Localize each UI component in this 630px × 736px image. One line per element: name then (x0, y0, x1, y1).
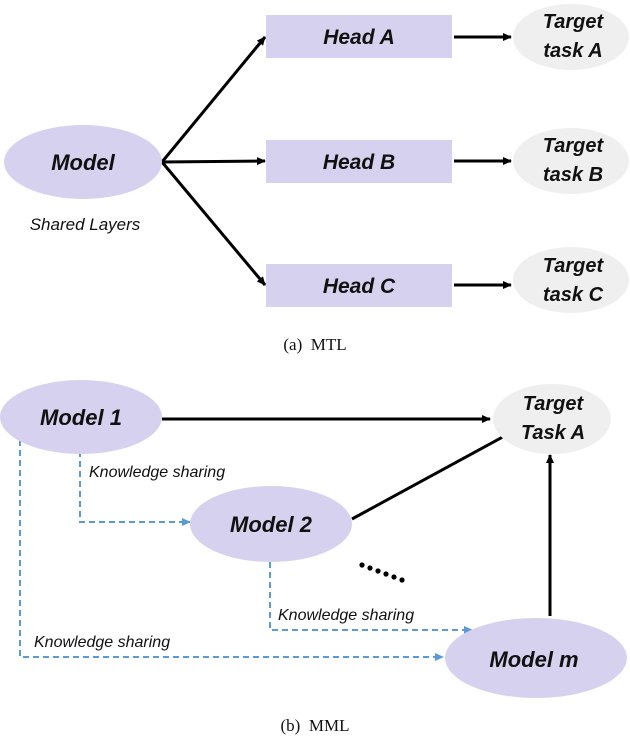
head-c-box (266, 264, 452, 307)
knowledge-sharing-label-2: Knowledge sharing (278, 607, 414, 624)
target-task-c-node: Target task C (513, 247, 629, 313)
ellipsis-dots-icon (359, 562, 405, 583)
mtl-model-label: Model (51, 150, 115, 175)
mml-target-line1: Target (523, 393, 585, 415)
head-b-label: Head B (323, 151, 395, 174)
shared-layers-label: Shared Layers (30, 215, 141, 234)
knowledge-sharing-label-3: Knowledge sharing (34, 634, 170, 651)
mtl-model-node: Model (4, 125, 162, 199)
target-task-c-ellipse (513, 247, 629, 313)
model-2-label: Model 2 (230, 512, 313, 537)
model-m-node: Model m (445, 618, 627, 698)
arrow-model2-to-target (351, 431, 511, 521)
target-task-c-line1: Target (543, 255, 605, 277)
target-task-a-line1: Target (543, 11, 605, 33)
target-task-c-line2: task C (543, 284, 604, 306)
arrow-model-to-head-b (161, 157, 266, 166)
mtl-head-to-target-arrows (454, 33, 512, 289)
head-a-node: Head A (266, 15, 452, 58)
mtl-caption: (a) MTL (283, 335, 346, 354)
head-a-box (266, 15, 452, 58)
mml-model-to-target-arrows (162, 415, 554, 616)
head-b-box (266, 140, 452, 183)
mml-target-ellipse (493, 384, 611, 454)
mtl-panel: Model Shared Layers Head A Head B Head C… (4, 4, 629, 354)
model-2-node: Model 2 (190, 486, 352, 562)
target-task-a-node: Target task A (513, 4, 629, 70)
target-task-a-ellipse (513, 4, 629, 70)
target-task-b-ellipse (513, 128, 629, 194)
mtl-model-ellipse (4, 125, 162, 199)
model-m-ellipse (445, 618, 627, 698)
target-task-a-line2: task A (543, 40, 602, 62)
arrow-model-to-head-c (160, 161, 267, 286)
mml-panel: Model 1 Model 2 Model m Target Task A Kn… (0, 380, 627, 735)
arrow-model1-to-model2-dashed (79, 451, 191, 526)
arrow-model-to-head-a (160, 36, 267, 163)
head-c-label: Head C (323, 275, 396, 298)
target-task-b-line2: task B (543, 164, 603, 186)
model-m-label: Model m (489, 647, 578, 672)
mml-target-task-a-node: Target Task A (493, 384, 611, 454)
mml-target-line2: Task A (521, 422, 585, 444)
model-1-node: Model 1 (0, 380, 162, 454)
head-b-node: Head B (266, 140, 452, 183)
mtl-model-to-heads-arrows (160, 36, 267, 286)
model-1-label: Model 1 (40, 405, 122, 430)
knowledge-sharing-label-1: Knowledge sharing (89, 464, 225, 481)
arrow-model2-to-modelm-dashed (269, 562, 473, 634)
target-task-b-line1: Target (543, 135, 605, 157)
target-task-b-node: Target task B (513, 128, 629, 194)
model-2-ellipse (190, 486, 352, 562)
knowledge-sharing-arrows (19, 440, 473, 661)
head-a-label: Head A (323, 26, 395, 49)
model-1-ellipse (0, 380, 162, 454)
mml-caption: (b) MML (281, 716, 350, 735)
arrow-model1-to-modelm-dashed (19, 440, 444, 661)
head-c-node: Head C (266, 264, 452, 307)
